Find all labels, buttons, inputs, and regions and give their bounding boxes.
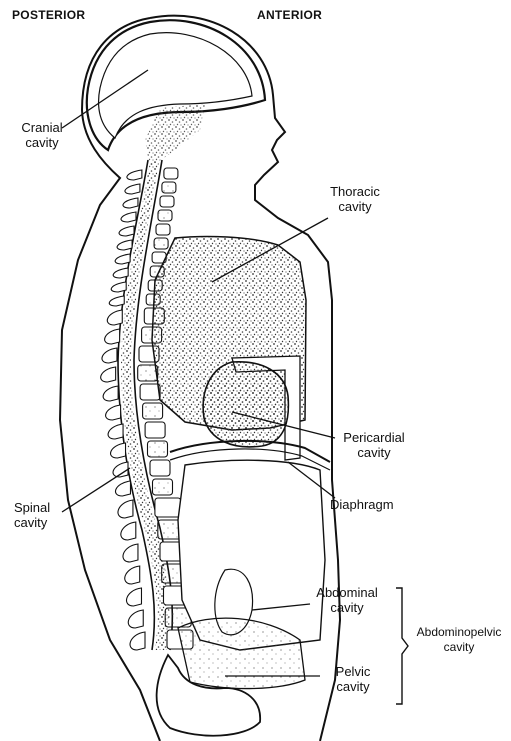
spinous-process — [125, 184, 140, 194]
spinous-process — [123, 198, 138, 208]
abdominopelvic-line2: cavity — [410, 640, 508, 655]
spinous-process — [115, 254, 130, 264]
abdominal-cavity-label: Abdominal cavity — [307, 585, 387, 615]
spinous-process — [108, 424, 123, 439]
abdominal-line1: Abdominal — [307, 585, 387, 600]
cranial-line2: cavity — [14, 135, 70, 150]
vertebral-body — [140, 384, 160, 400]
spinal-line2: cavity — [14, 515, 70, 530]
vertebral-body — [148, 441, 168, 457]
spinous-process — [125, 566, 140, 584]
spinal-line1: Spinal — [14, 500, 70, 515]
abdominopelvic-cavity-label: Abdominopelvic cavity — [410, 625, 508, 655]
pericardial-line2: cavity — [332, 445, 416, 460]
abdominopelvic-line1: Abdominopelvic — [410, 625, 508, 640]
spinous-process — [130, 632, 145, 650]
posterior-label: POSTERIOR — [12, 8, 85, 22]
vertebral-body — [145, 422, 165, 438]
spinous-process — [105, 329, 120, 344]
vertebral-body — [150, 460, 170, 476]
thoracic-cavity-label: Thoracic cavity — [320, 184, 390, 214]
vertebral-body — [160, 196, 174, 207]
spinous-process — [121, 212, 136, 222]
spinous-process — [103, 386, 118, 401]
vertebral-body — [153, 479, 173, 495]
spinous-process — [119, 226, 134, 236]
vertebral-body — [162, 182, 176, 193]
spinous-process — [107, 310, 122, 325]
spinous-process — [121, 522, 136, 540]
spinous-process — [111, 443, 126, 458]
vertebral-body — [164, 168, 178, 179]
anterior-label: ANTERIOR — [257, 8, 322, 22]
pericardial-line1: Pericardial — [332, 430, 416, 445]
spinous-process — [128, 610, 143, 628]
spinous-process — [113, 268, 128, 278]
vertebral-body — [156, 224, 170, 235]
vertebral-body — [138, 365, 158, 381]
spinous-process — [111, 282, 126, 292]
abdominopelvic-bracket — [396, 588, 408, 704]
pelvic-line1: Pelvic — [322, 664, 384, 679]
cranial-line1: Cranial — [14, 120, 70, 135]
spinous-process — [109, 296, 124, 306]
spinal-cavity-label: Spinal cavity — [14, 500, 70, 530]
spinous-process — [115, 481, 130, 496]
vertebral-body — [154, 238, 168, 249]
pelvic-line2: cavity — [322, 679, 384, 694]
spinous-process — [127, 170, 142, 180]
spinous-process — [101, 367, 116, 382]
cranial-cavity-label: Cranial cavity — [14, 120, 70, 150]
abdominal-line2: cavity — [307, 600, 387, 615]
spinous-process — [106, 405, 121, 420]
spinous-process — [127, 588, 142, 606]
pericardial-cavity — [203, 362, 288, 447]
vertebral-body — [143, 403, 163, 419]
thoracic-line1: Thoracic — [320, 184, 390, 199]
pelvic-cavity-label: Pelvic cavity — [322, 664, 384, 694]
spinous-process — [118, 500, 133, 518]
thoracic-line2: cavity — [320, 199, 390, 214]
spinous-process — [117, 240, 132, 250]
spinous-process — [102, 348, 117, 363]
diaphragm-label: Diaphragm — [330, 497, 394, 512]
vertebral-body — [158, 210, 172, 221]
pericardial-cavity-label: Pericardial cavity — [332, 430, 416, 460]
vertebral-body — [155, 498, 181, 517]
spinous-process — [123, 544, 138, 562]
